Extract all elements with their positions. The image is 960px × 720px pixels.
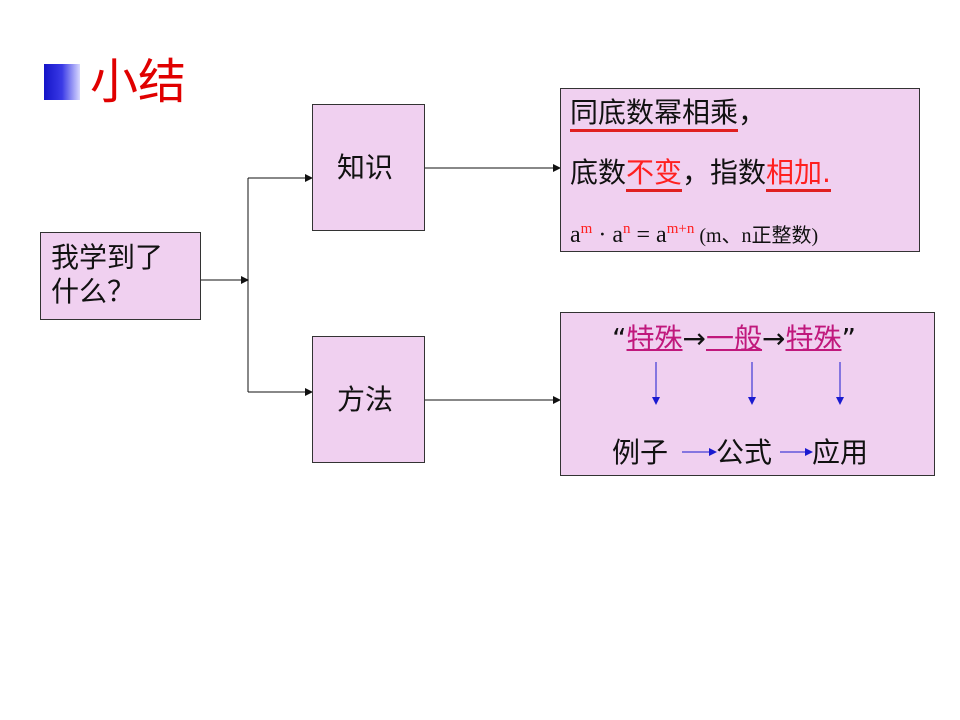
- knowledge-unchanged: 不变: [626, 156, 683, 192]
- formula-base-2: a: [612, 222, 623, 248]
- formula-note: (m、n正整数): [694, 225, 819, 247]
- knowledge-base-text: 底数: [570, 156, 627, 189]
- formula-exp-3: m+n: [666, 221, 695, 237]
- method-step-general[interactable]: 一般: [706, 322, 763, 355]
- formula-dot: ·: [592, 222, 613, 248]
- method-bottom-example: 例子: [612, 436, 669, 469]
- root-node: 我学到了 什么？: [40, 232, 201, 320]
- exponent-formula: am · an = am+n (m、n正整数): [570, 214, 818, 251]
- knowledge-term-multiply: 相乘: [682, 96, 739, 132]
- method-detail-box: [560, 312, 935, 476]
- method-close-quote: ”: [841, 322, 857, 355]
- method-step-special-2[interactable]: 特殊: [785, 322, 842, 355]
- knowledge-exponent-text: ，指数: [682, 156, 767, 189]
- root-line2: 什么？: [51, 275, 136, 308]
- method-node: 方法: [312, 336, 425, 463]
- method-open-quote: “: [612, 322, 627, 355]
- formula-exp-1: m: [580, 221, 593, 237]
- knowledge-node: 知识: [312, 104, 425, 231]
- formula-equals: =: [630, 222, 657, 248]
- method-bottom-formula: 公式: [716, 436, 773, 469]
- method-bottom-application: 应用: [812, 436, 869, 469]
- formula-base-3: a: [656, 222, 667, 248]
- method-label: 方法: [337, 383, 394, 416]
- root-line1: 我学到了: [51, 241, 164, 274]
- knowledge-comma: ，: [738, 96, 767, 129]
- method-arrow-1: →: [682, 322, 706, 355]
- formula-base-1: a: [570, 222, 581, 248]
- method-sequence: “特殊→一般→特殊”: [612, 322, 856, 356]
- knowledge-line2: 底数不变，指数相加.: [570, 156, 831, 192]
- formula-exp-2: n: [622, 221, 631, 237]
- knowledge-label: 知识: [337, 151, 394, 184]
- method-arrow-2: →: [762, 322, 786, 355]
- knowledge-line1: 同底数幂相乘，: [570, 96, 767, 132]
- knowledge-add: 相加.: [766, 156, 831, 192]
- slide-title: 小结: [90, 54, 187, 110]
- knowledge-term-same-base: 同底数幂: [570, 96, 683, 132]
- method-step-special-1[interactable]: 特殊: [626, 322, 683, 355]
- knowledge-detail-box: [560, 88, 920, 252]
- title-bullet-icon: [44, 64, 80, 100]
